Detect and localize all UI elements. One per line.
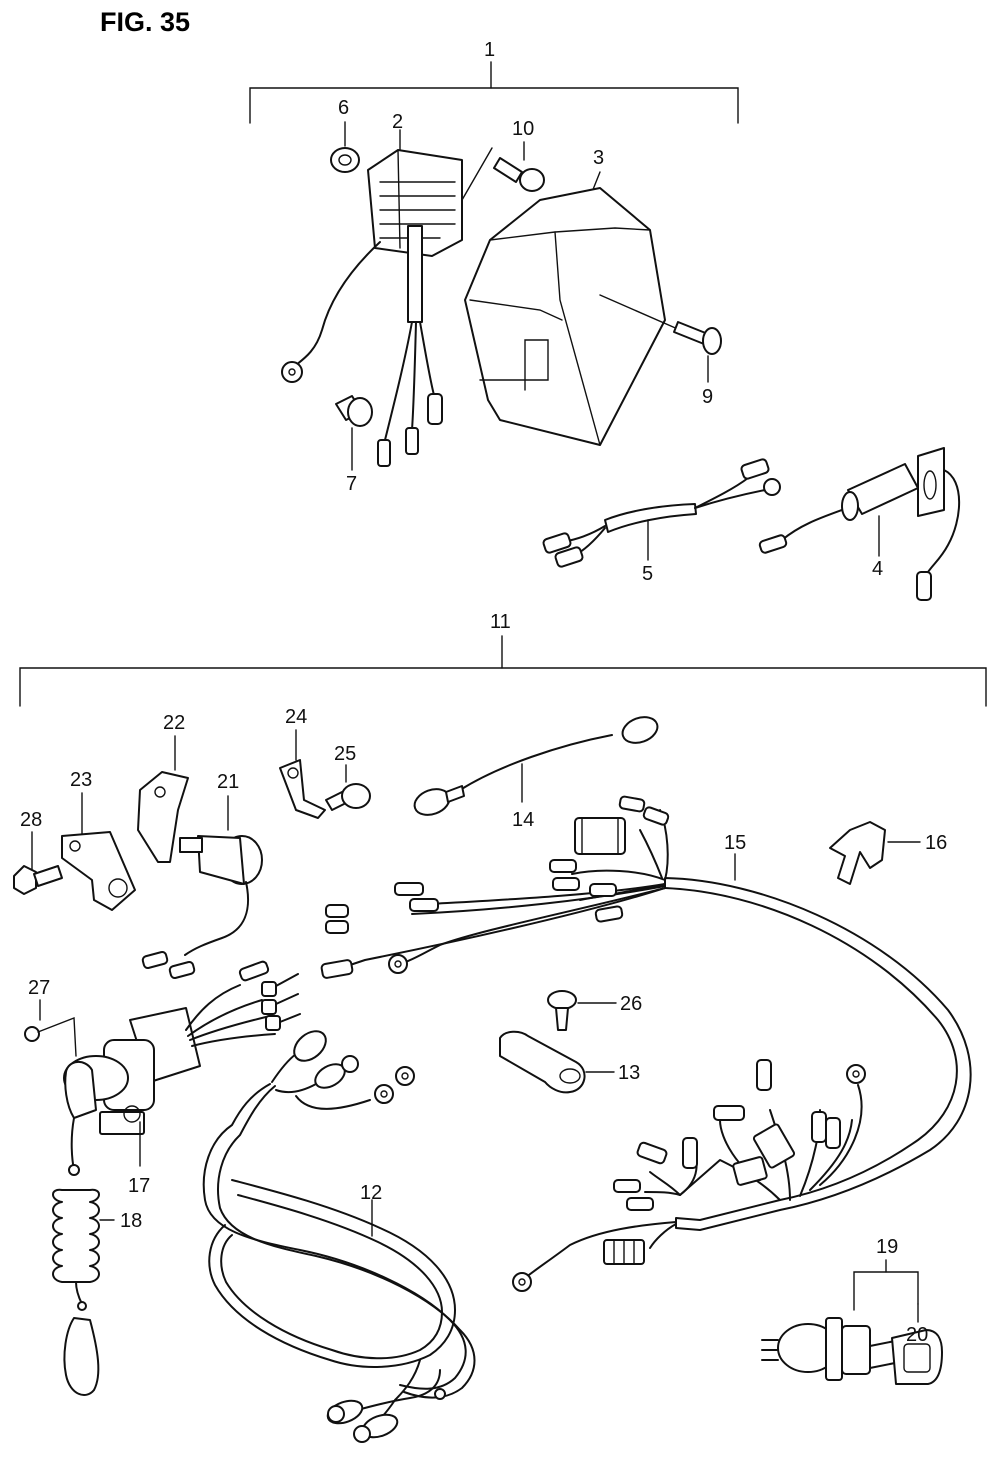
callout-24: 24 [285,706,307,728]
part-9-screw: 9 [599,294,722,408]
part-15-main-harness: 15 [320,795,972,1292]
part-18-lanyard: 18 [52,1117,142,1396]
callout-10: 10 [512,118,534,140]
part-22-plate: 22 [137,712,189,863]
callout-1: 1 [484,39,495,61]
callout-27: 27 [28,977,50,999]
part-14-lead-wire: 14 [413,716,659,831]
part-2-rectifier: 2 [281,111,493,467]
callout-18: 18 [120,1210,142,1232]
callout-5: 5 [642,563,653,585]
part-12-extension-harness: 12 [202,1030,476,1443]
group-1-bracket: 1 [249,39,739,124]
part-20-key: 20 [869,1324,943,1385]
callout-2: 2 [392,111,403,133]
callout-23: 23 [70,769,92,791]
part-23-bracket: 23 [61,769,136,911]
part-13-arm: 13 [499,1030,640,1094]
callout-20: 20 [906,1324,928,1346]
part-28-bolt: 28 [13,809,63,895]
part-4-switch: 4 [758,447,961,601]
part-16-clip: 16 [829,821,947,885]
callout-19: 19 [876,1236,898,1258]
callout-28: 28 [20,809,42,831]
callout-9: 9 [702,386,713,408]
callout-13: 13 [618,1062,640,1084]
callout-17: 17 [128,1175,150,1197]
callout-22: 22 [163,712,185,734]
part-3-cover: 3 [464,147,666,446]
figure-title: FIG. 35 [100,7,190,37]
part-10-bolt: 10 [493,118,545,192]
callout-16: 16 [925,832,947,854]
callout-4: 4 [872,558,883,580]
part-25-bolt: 25 [325,743,371,811]
group-11-bracket: 11 [19,611,987,707]
callout-14: 14 [512,809,534,831]
part-26-screw: 26 [547,990,642,1031]
part-17-stop-switch: 17 [63,960,301,1197]
callout-11: 11 [490,611,511,633]
part-5-harness: 5 [542,458,781,585]
callout-25: 25 [334,743,356,765]
part-7-bolt: 7 [335,395,373,495]
callout-12: 12 [360,1182,382,1204]
callout-26: 26 [620,993,642,1015]
part-6-nut: 6 [330,97,360,173]
part-24-clamp: 24 [279,706,326,819]
callout-15: 15 [724,832,746,854]
part-21-switch: 21 [141,771,263,980]
callout-6: 6 [338,97,349,119]
part-19-ignition-switch: 19 [761,1236,919,1381]
part-27-screw: 27 [24,977,77,1057]
callout-21: 21 [217,771,239,793]
callout-7: 7 [346,473,357,495]
callout-3: 3 [593,147,604,169]
